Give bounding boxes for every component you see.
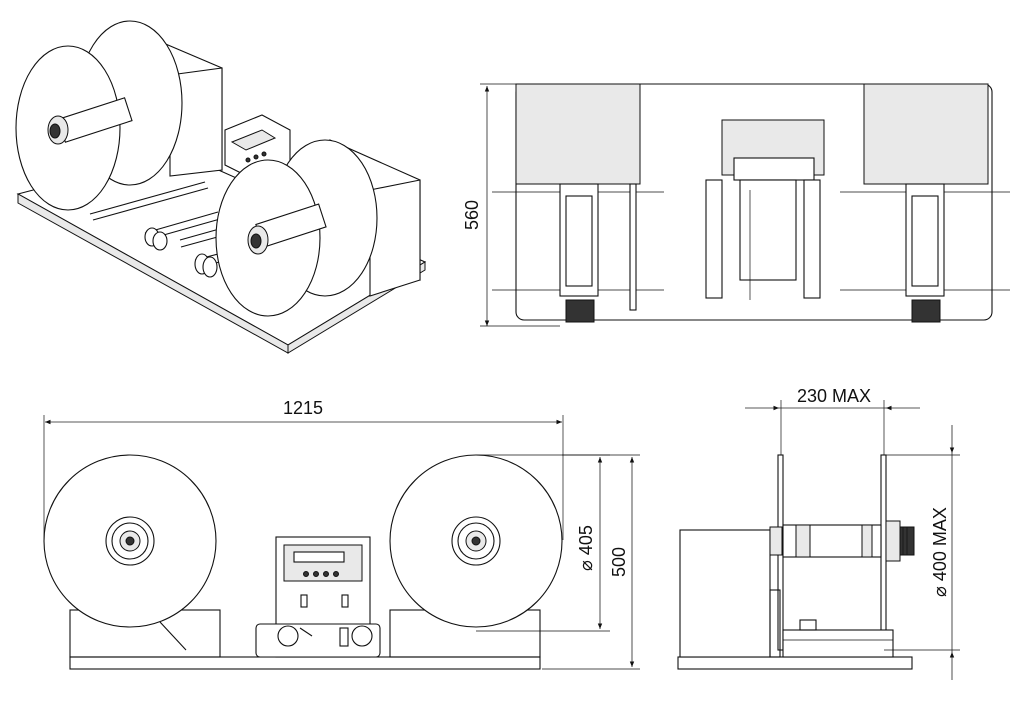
front-view: 1215 ⌀ 405 500 <box>43 398 640 670</box>
width-230-max-label: 230 MAX <box>797 386 871 406</box>
side-view: 230 MAX ⌀ 400 MAX <box>677 386 960 680</box>
diameter-405-label: ⌀ 405 <box>576 525 596 571</box>
diameter-400-max-label: ⌀ 400 MAX <box>930 507 950 597</box>
height-560-label: 560 <box>462 200 482 230</box>
width-1215-label: 1215 <box>283 398 323 418</box>
isometric-view <box>15 20 427 354</box>
top-view: 560 <box>462 83 1010 327</box>
height-500-label: 500 <box>609 547 629 577</box>
